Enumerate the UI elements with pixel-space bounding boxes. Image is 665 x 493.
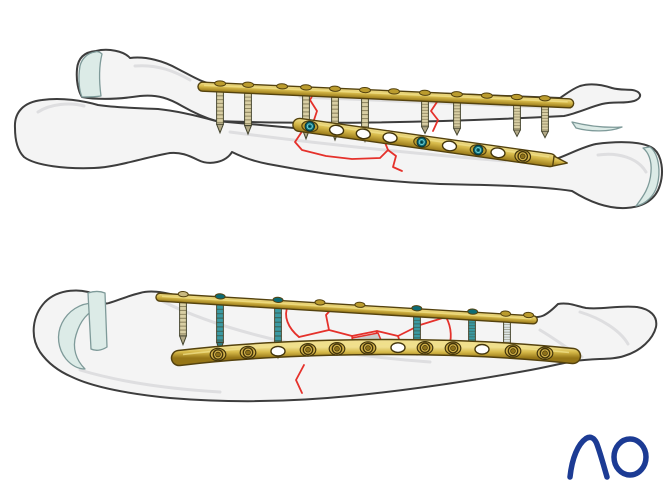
cortex-screw <box>244 92 252 135</box>
cortex-screw <box>179 302 187 346</box>
ao-logo-letter-o <box>611 436 649 478</box>
screw-head-bump <box>242 81 255 88</box>
ao-logo <box>567 434 649 480</box>
distal-ridge-line <box>578 310 630 346</box>
cortex-screw <box>421 100 429 135</box>
screw-head <box>444 341 462 356</box>
screw-head-bump <box>214 80 227 87</box>
radial-notch-cartilage-band <box>87 290 108 351</box>
cortex-screw <box>541 106 549 139</box>
plate-tip <box>551 155 568 167</box>
plate-highlight <box>204 84 568 103</box>
screw-head <box>416 340 434 355</box>
screw-head <box>209 347 227 362</box>
screw-head-bump <box>450 91 463 98</box>
screw-head-bump <box>329 85 342 92</box>
screw-head <box>504 344 522 358</box>
ulna-bridge-plate <box>197 80 575 109</box>
radius-bone-top-view <box>13 97 663 210</box>
screw-head-bump <box>418 89 431 96</box>
top-panel-forearm-bones <box>13 48 663 210</box>
bone-lower-shading-line <box>78 368 222 394</box>
cortex-screw <box>453 102 461 136</box>
screw-head <box>299 342 317 357</box>
fracture-line-below-plate <box>295 364 305 394</box>
radius-shaft-plate <box>292 117 568 168</box>
fracture-line <box>387 149 403 172</box>
screw-head-bump <box>523 311 535 319</box>
plate-hole-empty <box>390 342 406 354</box>
screw-head-bump <box>354 301 366 308</box>
cortex-screw <box>216 91 224 134</box>
screw-head-bump <box>500 310 512 317</box>
radius-head-shading-line <box>36 102 86 114</box>
distal-radius-cartilage <box>635 146 660 207</box>
ulna-shaft-plate <box>170 338 582 367</box>
screw-head-bump <box>510 93 523 101</box>
screw-head-bump <box>177 291 189 298</box>
locking-head-bump <box>272 296 284 303</box>
cortex-screw <box>513 104 521 138</box>
screw-head-bump <box>387 88 400 95</box>
screw-head <box>328 341 346 356</box>
olecranon-cartilage <box>78 50 103 98</box>
locking-screw <box>215 304 225 353</box>
screw-head-bump <box>359 86 372 94</box>
plate-hole-empty <box>270 345 286 357</box>
plate-highlight <box>162 295 532 320</box>
screw-head <box>536 346 554 361</box>
screw-head-bump <box>480 92 493 99</box>
screw-head-bump <box>314 299 326 306</box>
locking-head-bump <box>214 293 226 300</box>
plate-body <box>155 292 539 325</box>
screw-head-bump <box>276 83 289 90</box>
bottom-panel-single-bone <box>32 289 658 403</box>
radioulnar-cartilage-sliver <box>571 121 623 132</box>
ulna-shading-line <box>133 64 192 82</box>
screw-head-bump <box>300 84 313 91</box>
radius-shaft-shading-line <box>228 130 507 163</box>
screw-head <box>239 345 257 360</box>
ulna-bridge-plate <box>155 291 539 325</box>
locking-head-bump <box>411 305 423 312</box>
locking-head-bump <box>467 308 479 315</box>
screw-head-bump <box>538 95 551 102</box>
distal-radius-shading-line <box>596 152 648 174</box>
ao-logo-letter-a <box>567 434 610 480</box>
screw-head <box>359 341 377 355</box>
plate-hole-empty <box>474 343 490 355</box>
fracture-line <box>430 101 439 132</box>
